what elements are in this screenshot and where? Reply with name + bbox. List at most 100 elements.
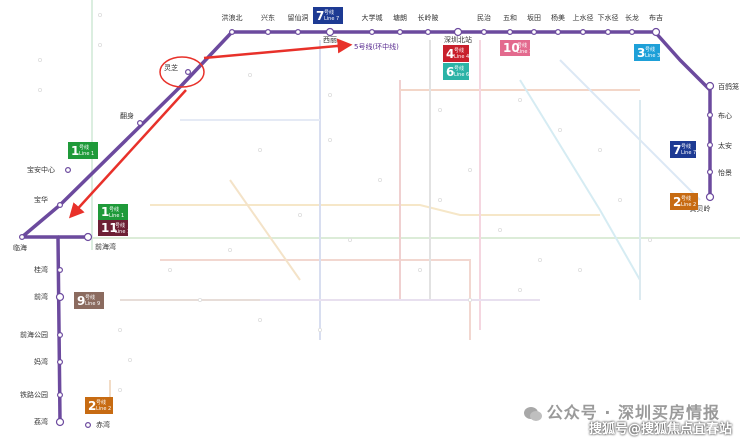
- station-south-0: [83, 232, 93, 242]
- badge-bg: [443, 63, 469, 80]
- station-label-right-4: 黄贝岭: [690, 204, 711, 213]
- station-label-top-5: 塘朗: [393, 13, 407, 22]
- station-label-south-4: 妈湾: [34, 357, 48, 366]
- station-label-top-12: 上水径: [573, 13, 594, 22]
- badge-number: 2: [88, 399, 96, 413]
- faint-station: [648, 237, 653, 242]
- station-label-top-14: 长龙: [625, 13, 639, 22]
- badge-label-en: Line 9: [85, 301, 100, 307]
- badge-number: 1: [101, 205, 109, 219]
- faint-station: [598, 147, 603, 152]
- background-network: [40, 0, 740, 410]
- faint-station: [497, 227, 502, 232]
- station-top-2: [295, 29, 302, 36]
- badge-label: 号线: [454, 47, 464, 54]
- station-top-5: [397, 29, 404, 36]
- station-top-8: [481, 29, 488, 36]
- badge-bg: [443, 45, 469, 62]
- station-top-0: [229, 29, 236, 36]
- faint-station: [98, 43, 103, 48]
- faint-station: [618, 197, 623, 202]
- badge-bg: [670, 193, 698, 210]
- station-south-1: [56, 267, 63, 274]
- station-label-south-6: 荔湾: [34, 417, 48, 426]
- badge-bg: [634, 44, 660, 61]
- station-top-4: [369, 29, 376, 36]
- badge-number: 3: [637, 46, 645, 60]
- faint-station: [538, 257, 543, 262]
- station-right-3: [706, 169, 713, 176]
- faint-station: [167, 267, 172, 272]
- faint-station: [467, 297, 472, 302]
- station-top-13: [604, 29, 611, 36]
- arrow-to-linhai: [68, 89, 187, 219]
- faint-station: [558, 127, 563, 132]
- highlight-circle: [159, 56, 205, 88]
- wechat-icon: [523, 406, 542, 421]
- watermark: 公众号 · 深圳买房情报: [523, 399, 720, 423]
- faint-station: [417, 267, 422, 272]
- station-top-7: [453, 27, 463, 37]
- station-label-south-2: 前湾: [34, 292, 48, 301]
- station-label-diag-3: 宝华: [34, 195, 48, 204]
- faint-station: [247, 73, 252, 78]
- badge-number: 7: [673, 143, 681, 157]
- badge-label: 号线: [517, 42, 527, 49]
- station-label-diag-1: 翻身: [120, 111, 134, 120]
- station-label-top-0: 洪浪北: [222, 13, 243, 22]
- badge-number: 6: [446, 65, 454, 79]
- faint-station: [98, 12, 103, 17]
- faint-station: [127, 357, 132, 362]
- station-top-3: [325, 27, 335, 37]
- badge-label: 号线: [324, 9, 334, 16]
- station-top-9: [507, 29, 514, 36]
- station-top-10: [530, 29, 537, 36]
- badge-label-en: Line 10: [517, 49, 535, 55]
- badge-number: 9: [77, 294, 85, 308]
- badge-label-en: Line 2: [96, 406, 111, 412]
- station-top-12: [579, 29, 586, 36]
- faint-station: [437, 108, 442, 113]
- badge-label: 号线: [96, 399, 106, 406]
- line-5-stations: 洪浪北兴东留仙洞西丽大学城塘朗长岭陂深圳北站民治五和坂田杨美上水径下水径长龙布吉…: [13, 13, 739, 429]
- faint-station: [437, 197, 442, 202]
- faint-station: [347, 237, 352, 242]
- station-south-7: [84, 422, 91, 429]
- station-label-top-1: 兴东: [261, 13, 275, 22]
- station-top-6: [425, 29, 432, 36]
- station-label-right-2: 太安: [718, 141, 732, 150]
- station-diag-0: [185, 68, 192, 75]
- badge-label-en: Line 1: [79, 151, 94, 157]
- badge-label-en: Line 7: [681, 150, 696, 156]
- faint-station: [377, 177, 382, 182]
- badge-bg: [98, 204, 128, 220]
- faint-station: [197, 297, 202, 302]
- badge-bg: [98, 220, 128, 236]
- faint-station: [317, 327, 322, 332]
- badge-number: 2: [673, 195, 681, 209]
- watermark-sub: 搜狐号@搜狐焦点宜春站: [588, 422, 732, 437]
- badge-label-en: Line 4: [454, 54, 469, 60]
- badge-label: 号线: [454, 65, 464, 72]
- station-label-right-3: 怡景: [718, 168, 732, 177]
- station-south-2: [55, 292, 65, 302]
- faint-station: [257, 317, 262, 322]
- station-south-4: [56, 359, 63, 366]
- badge-label: 号线: [85, 294, 95, 301]
- station-top-15: [651, 27, 661, 37]
- station-diag-2: [64, 167, 71, 174]
- station-label-top-9: 五和: [503, 13, 517, 22]
- background-station-labels: [38, 12, 653, 392]
- badge-label-en: Line 2: [681, 202, 696, 208]
